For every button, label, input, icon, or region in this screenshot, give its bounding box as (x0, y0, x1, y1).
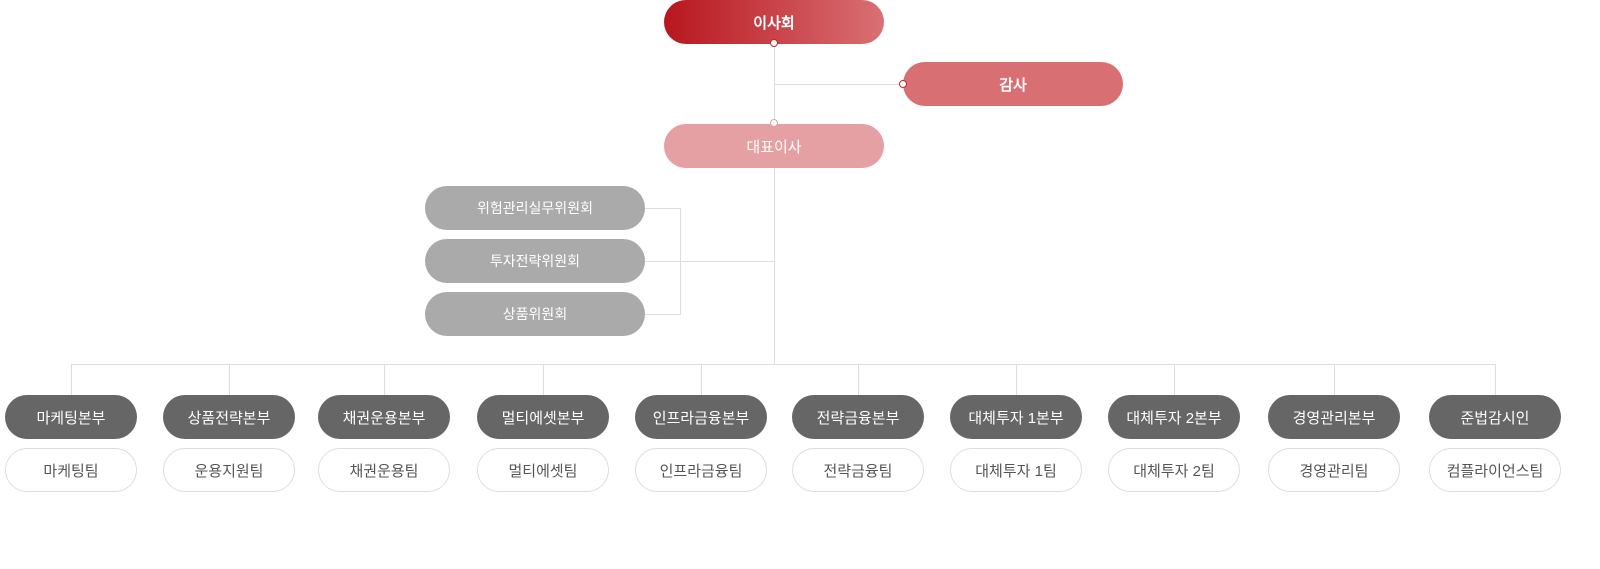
connector-main-vertical (774, 44, 775, 364)
connector-division-drop (701, 364, 702, 395)
connector-division-drop (1334, 364, 1335, 395)
team-label: 대체투자 2팀 (1133, 462, 1215, 480)
division-label: 인프라금융본부 (652, 409, 750, 427)
connector-division-drop (1495, 364, 1496, 395)
connector-division-drop (229, 364, 230, 395)
team-node: 채권운용팀 (318, 448, 450, 492)
division-label: 전략금융본부 (816, 409, 900, 427)
team-label: 채권운용팀 (349, 462, 419, 480)
division-label: 경영관리본부 (1292, 409, 1376, 427)
division-label: 마케팅본부 (36, 409, 106, 427)
division-label: 대체투자 2본부 (1126, 409, 1222, 427)
team-label: 대체투자 1팀 (975, 462, 1057, 480)
division-node: 인프라금융본부 (635, 395, 767, 439)
committee-node: 투자전략위원회 (425, 239, 645, 283)
connector-committee-2 (645, 261, 774, 262)
division-label: 채권운용본부 (342, 409, 426, 427)
team-node: 멀티에셋팀 (477, 448, 609, 492)
team-node: 대체투자 1팀 (950, 448, 1082, 492)
audit-label: 감사 (999, 76, 1027, 94)
team-label: 마케팅팀 (43, 462, 99, 480)
team-node: 대체투자 2팀 (1108, 448, 1240, 492)
team-label: 컴플라이언스팀 (1446, 462, 1544, 480)
committee-label: 투자전략위원회 (489, 253, 581, 269)
connector-division-drop (71, 364, 72, 395)
division-label: 대체투자 1본부 (968, 409, 1064, 427)
committee-node: 상품위원회 (425, 292, 645, 336)
connector-division-bus (71, 364, 1496, 365)
connector-committee-3 (645, 314, 680, 315)
team-label: 경영관리팀 (1299, 462, 1369, 480)
committee-label: 상품위원회 (502, 306, 568, 322)
committee-label: 위험관리실무위원회 (477, 200, 593, 216)
division-node: 상품전략본부 (163, 395, 295, 439)
board-label: 이사회 (753, 14, 795, 32)
connector-audit (774, 84, 903, 85)
connector-dot-board (770, 39, 778, 47)
connector-division-drop (1016, 364, 1017, 395)
division-node: 경영관리본부 (1268, 395, 1400, 439)
team-node: 전략금융팀 (792, 448, 924, 492)
ceo-label: 대표이사 (746, 138, 802, 156)
division-node: 마케팅본부 (5, 395, 137, 439)
team-label: 운용지원팀 (194, 462, 264, 480)
connector-dot-ceo (770, 119, 778, 127)
connector-division-drop (1174, 364, 1175, 395)
connector-division-drop (858, 364, 859, 395)
division-label: 멀티에셋본부 (501, 409, 585, 427)
audit-node: 감사 (903, 62, 1123, 106)
ceo-node: 대표이사 (664, 124, 884, 168)
team-node: 인프라금융팀 (635, 448, 767, 492)
team-label: 인프라금융팀 (659, 462, 743, 480)
team-label: 전략금융팀 (823, 462, 893, 480)
connector-division-drop (543, 364, 544, 395)
division-label: 준법감시인 (1460, 409, 1530, 427)
division-node: 멀티에셋본부 (477, 395, 609, 439)
team-node: 마케팅팀 (5, 448, 137, 492)
division-label: 상품전략본부 (187, 409, 271, 427)
team-node: 컴플라이언스팀 (1429, 448, 1561, 492)
division-node: 채권운용본부 (318, 395, 450, 439)
division-node: 전략금융본부 (792, 395, 924, 439)
connector-dot-audit (899, 80, 907, 88)
division-node: 준법감시인 (1429, 395, 1561, 439)
connector-division-drop (384, 364, 385, 395)
team-node: 운용지원팀 (163, 448, 295, 492)
team-node: 경영관리팀 (1268, 448, 1400, 492)
connector-committee-1 (645, 208, 680, 209)
division-node: 대체투자 1본부 (950, 395, 1082, 439)
team-label: 멀티에셋팀 (508, 462, 578, 480)
committee-node: 위험관리실무위원회 (425, 186, 645, 230)
board-node: 이사회 (664, 0, 884, 44)
division-node: 대체투자 2본부 (1108, 395, 1240, 439)
